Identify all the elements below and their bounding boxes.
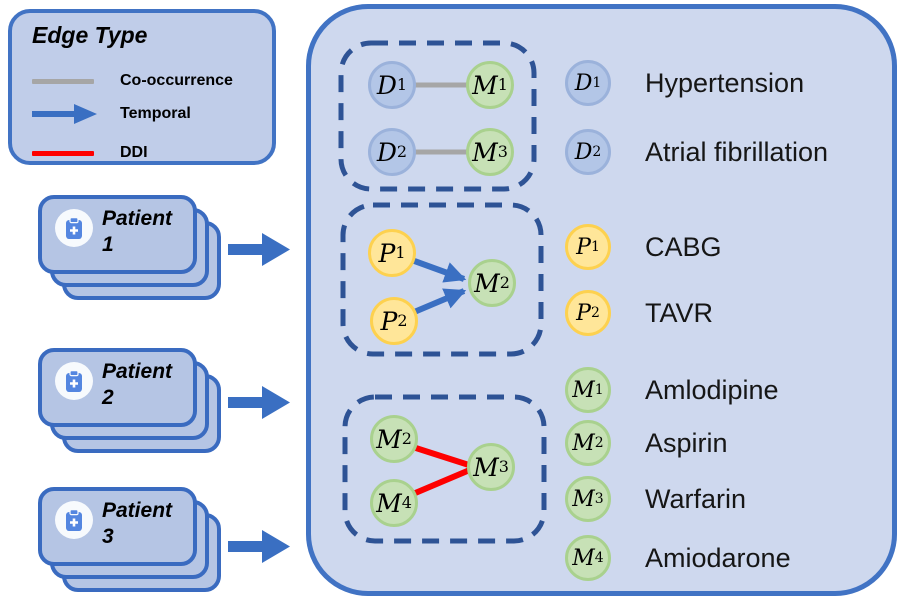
patient-1-card: Patient 1 xyxy=(38,195,197,274)
legend-name-amlodipine: Amlodipine xyxy=(645,374,779,405)
ddi-line-icon xyxy=(32,150,98,156)
clipboard-icon xyxy=(55,362,93,400)
legend-name-atrial-fibrillation: Atrial fibrillation xyxy=(645,136,829,167)
clipboard-icon xyxy=(55,501,93,539)
legend-name-aspirin: Aspirin xyxy=(645,427,728,458)
edge-legend-title: Edge Type xyxy=(32,22,148,48)
patient-1-label: Patient 1 xyxy=(102,207,173,257)
legend-label-co-occurrence: Co-occurrence xyxy=(120,72,233,89)
patient-2-card-stack: Patient 2 xyxy=(38,348,221,453)
edge-type-legend-box: Edge Type Co-occurrence Temporal DDI xyxy=(8,9,276,165)
legend-name-cabg: CABG xyxy=(645,231,722,262)
legend-name-tavr: TAVR xyxy=(645,297,714,328)
flow-arrow-patient-3 xyxy=(228,530,290,563)
legend-name-hypertension: Hypertension xyxy=(645,67,805,98)
legend-row-temporal: Temporal xyxy=(32,102,191,126)
legend-label-temporal: Temporal xyxy=(120,105,191,122)
ddi-group-box xyxy=(342,394,547,544)
flow-arrow-patient-1 xyxy=(228,233,290,266)
legend-name-amiodarone: Amiodarone xyxy=(645,542,791,573)
flow-arrow-patient-2 xyxy=(228,386,290,419)
patient-3-card-stack: Patient 3 xyxy=(38,487,221,592)
patient-3-label: Patient 3 xyxy=(102,499,173,549)
legend-row-ddi: DDI xyxy=(32,141,148,165)
temporal-arrow-icon xyxy=(32,103,98,125)
patient-2-card: Patient 2 xyxy=(38,348,197,427)
patient-3-card: Patient 3 xyxy=(38,487,197,566)
temporal-group-box xyxy=(340,202,544,357)
legend-name-warfarin: Warfarin xyxy=(645,483,747,514)
clipboard-icon xyxy=(55,209,93,247)
patient-2-label: Patient 2 xyxy=(102,360,173,410)
co-occurrence-line-icon xyxy=(32,78,98,84)
legend-label-ddi: DDI xyxy=(120,144,148,161)
patient-1-card-stack: Patient 1 xyxy=(38,195,221,300)
co-occurrence-group-box xyxy=(338,40,537,192)
legend-row-co-occurrence: Co-occurrence xyxy=(32,69,233,93)
